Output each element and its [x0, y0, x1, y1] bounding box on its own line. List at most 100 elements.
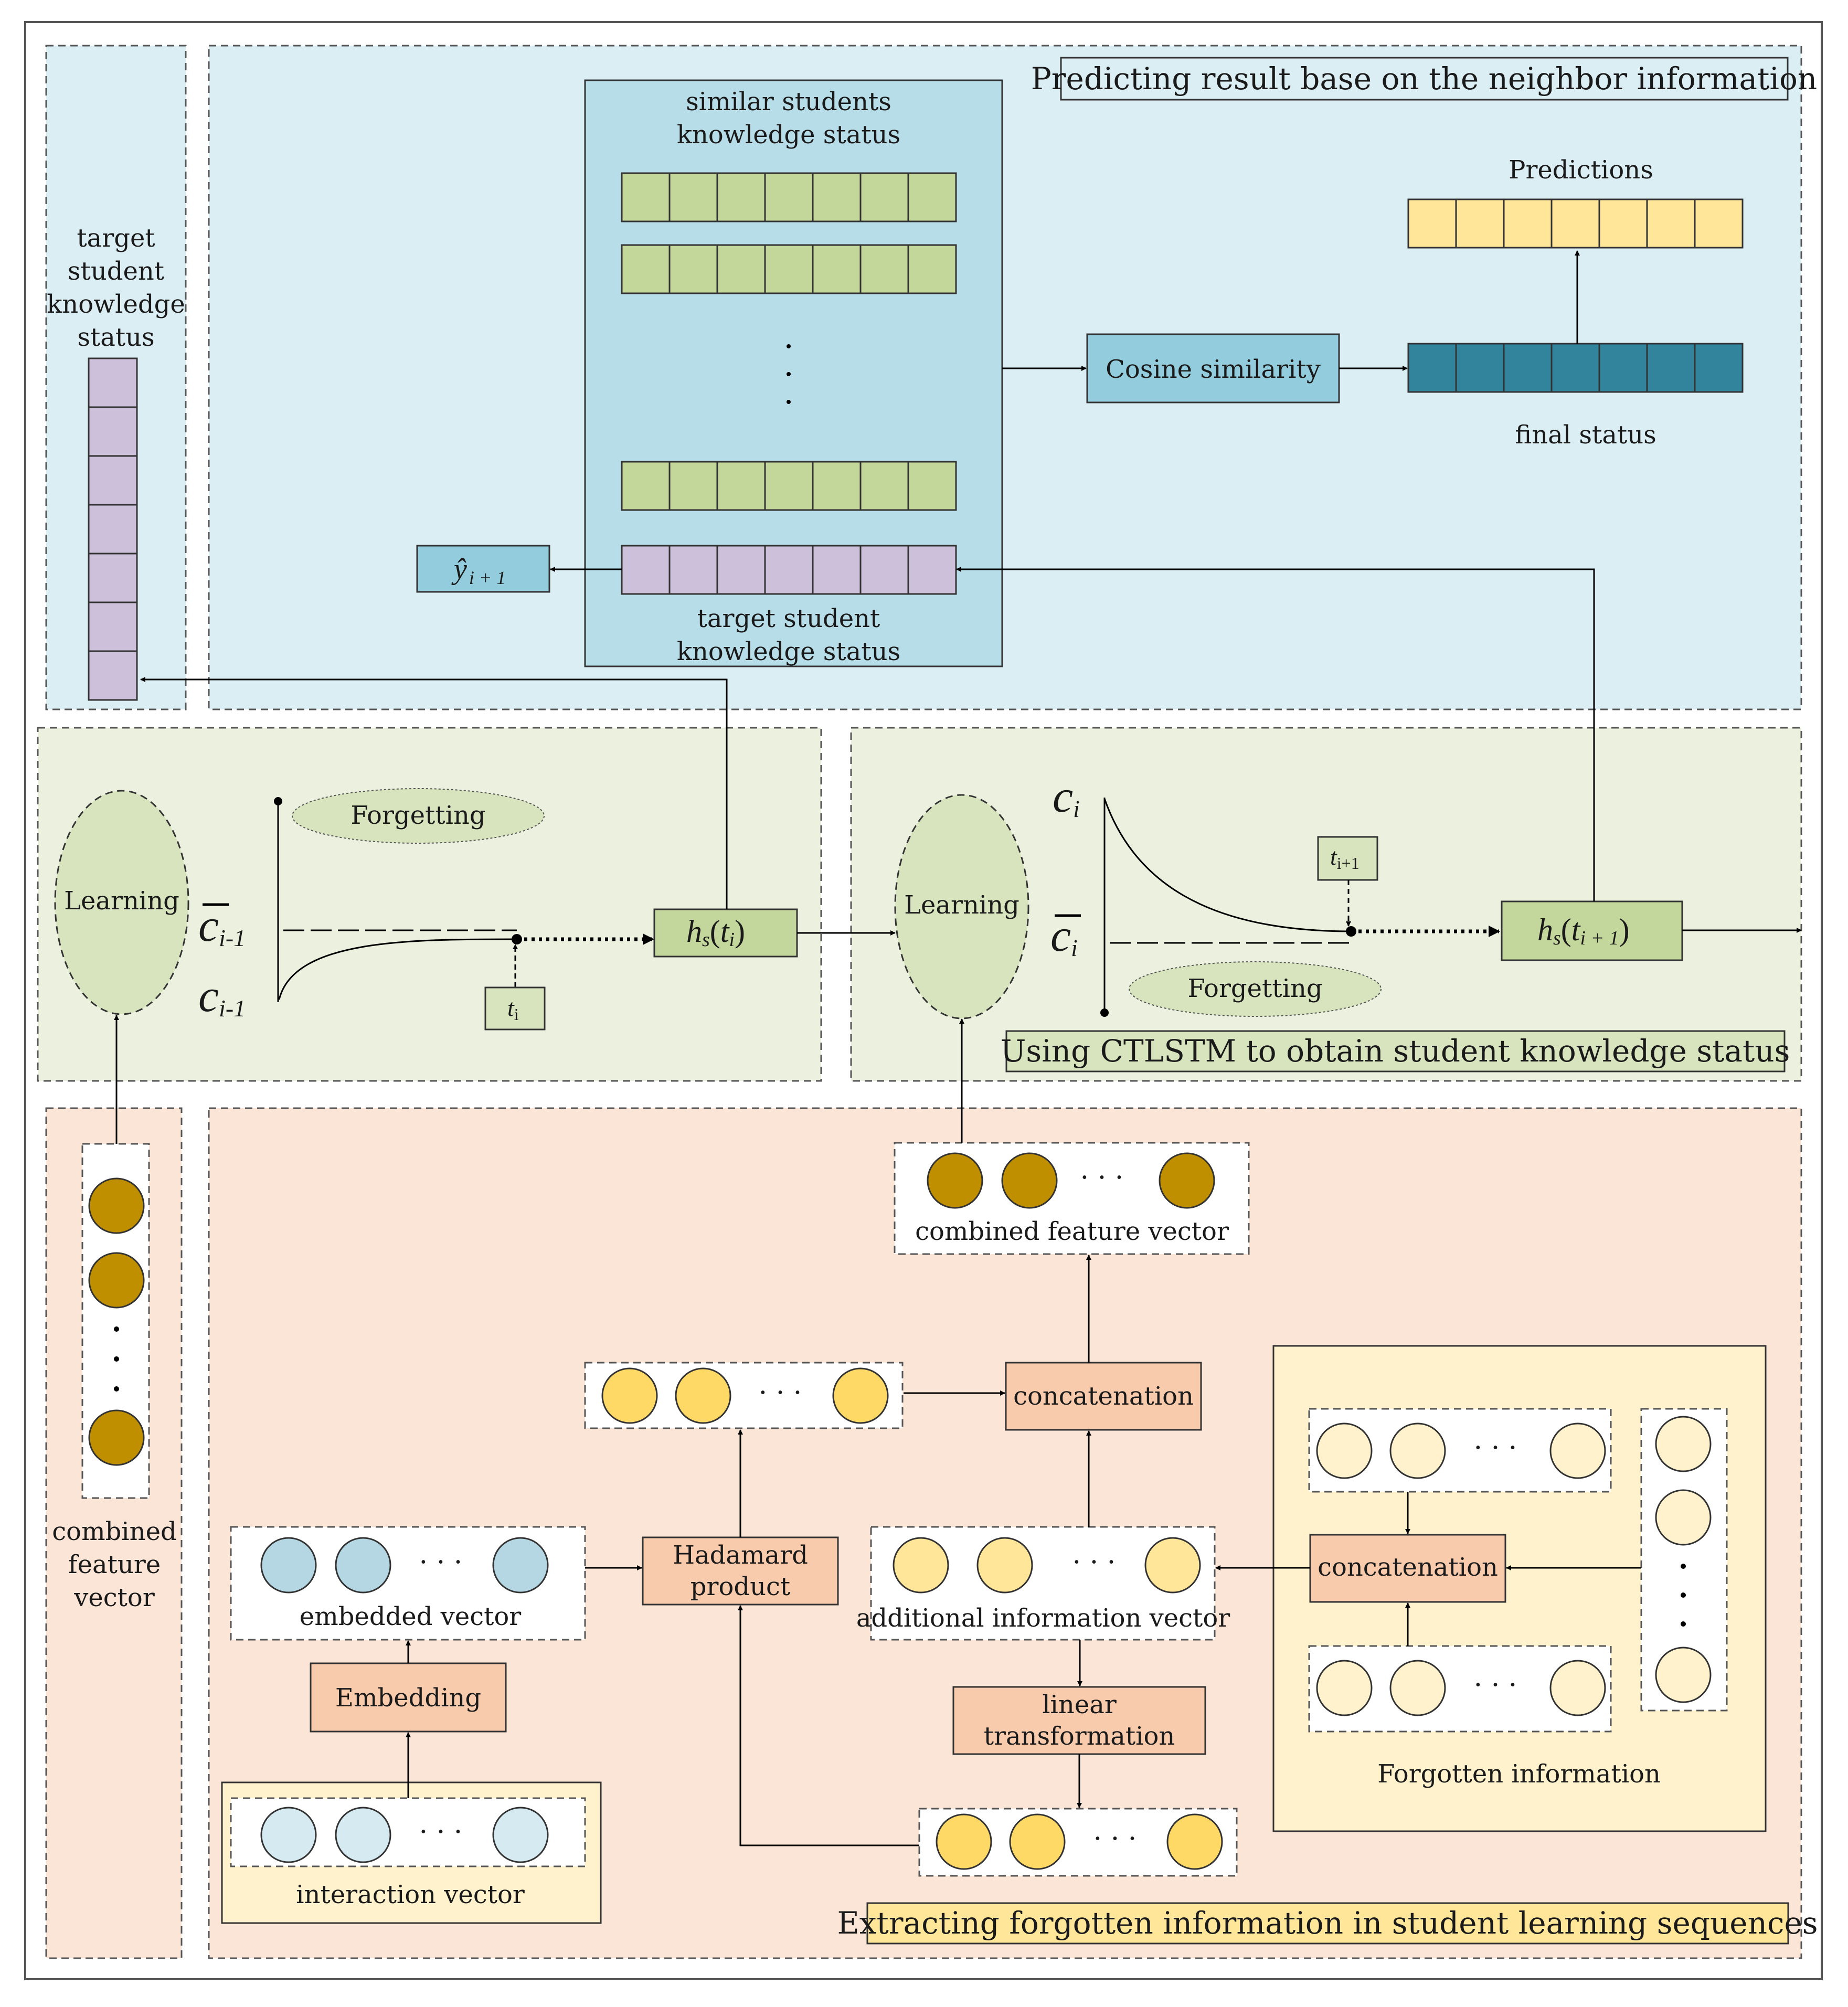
right-curve-end-dot [1346, 926, 1356, 937]
concatenation-main-label: concatenation [1013, 1382, 1194, 1411]
target-status-center-label-line2: knowledge status [677, 637, 900, 666]
forgetting-right-ellipse [1129, 961, 1382, 1017]
status-cell [716, 461, 766, 511]
hadamard-label-line1: Hadamard [673, 1541, 808, 1570]
target-status-vertical-vector [88, 357, 138, 701]
status-cell [716, 545, 766, 595]
similar-student-vector-1 [621, 172, 957, 222]
status-cell [88, 455, 138, 506]
yellow-circle [936, 1813, 992, 1870]
status-cell [88, 357, 138, 408]
cosine-similarity-box [1086, 333, 1340, 403]
status-cell [88, 650, 138, 701]
ellipsis: · · · [1080, 1162, 1124, 1194]
status-cell [1598, 343, 1648, 393]
status-cell [859, 545, 909, 595]
additional-info-label: additional information vector [856, 1604, 1230, 1633]
ellipsis: · · · [759, 1377, 802, 1409]
status-cell [764, 545, 814, 595]
gold-circle-vertical [88, 1177, 145, 1466]
vertical-dot [1681, 1592, 1686, 1598]
status-cell [1503, 198, 1553, 249]
yellow-circle [832, 1367, 889, 1424]
interaction-vector-label: interaction vector [296, 1880, 525, 1909]
blue-circle [260, 1537, 317, 1594]
similar-students-label-line1: similar students [686, 87, 891, 116]
light-blue-circle [492, 1807, 549, 1863]
status-cell [88, 406, 138, 457]
forgetting-right-label: Forgetting [1187, 974, 1322, 1003]
c-prev-label: ci-1 [198, 971, 246, 1022]
bottom-title-box [866, 1902, 1789, 1945]
status-cell [1550, 343, 1600, 393]
status-cell [1407, 198, 1457, 249]
status-cell [907, 461, 957, 511]
light-yellow-circle [1549, 1660, 1606, 1716]
gold-circle [1159, 1152, 1215, 1209]
middle-title-box [1005, 1030, 1786, 1072]
learning-left-label: Learning [64, 886, 179, 916]
forgotten-info-label: Forgotten information [1377, 1759, 1661, 1789]
light-yellow-circle [1655, 1647, 1712, 1703]
combined-feature-label: combined feature vector [915, 1217, 1229, 1246]
status-cell [1455, 198, 1505, 249]
light-blue-circle [260, 1807, 317, 1863]
status-cell [764, 461, 814, 511]
ellipsis: · · · [1072, 1547, 1116, 1578]
learning-right-label: Learning [904, 890, 1019, 920]
learning-right-ellipse [894, 794, 1029, 1020]
gold-circle [1001, 1152, 1058, 1209]
embedding-box [310, 1662, 507, 1733]
vertical-dot [1681, 1621, 1686, 1627]
status-cell [907, 172, 957, 222]
status-cell [764, 172, 814, 222]
status-cell [621, 545, 671, 595]
hadamard-label-line2: product [691, 1572, 790, 1601]
light-yellow-circle [1389, 1660, 1446, 1716]
yellow-circle [976, 1537, 1033, 1594]
yellow-circle [1009, 1813, 1066, 1870]
top-section: Predicting result base on the neighbor i… [45, 45, 1817, 710]
target-status-left-label-line3: knowledge [47, 290, 185, 319]
status-cell [907, 244, 957, 294]
c-i-label: ci [1053, 771, 1080, 822]
yellow-circle [675, 1367, 731, 1424]
target-status-center-label-line1: target student [697, 604, 880, 633]
hs-ti-label: hs(ti) [686, 914, 745, 951]
yellow-circle [893, 1537, 949, 1594]
t-i-box [484, 986, 546, 1031]
ellipsis: · · · [1093, 1823, 1137, 1855]
ellipsis: · · · [1474, 1670, 1517, 1701]
similar-student-vector-n [621, 461, 957, 511]
concatenation-main-box [1005, 1362, 1202, 1431]
status-cell [716, 244, 766, 294]
status-cell [88, 504, 138, 555]
arrow-hs-to-left-status [140, 677, 728, 909]
status-cell [668, 545, 718, 595]
status-cell [812, 461, 862, 511]
status-cell [1598, 198, 1648, 249]
yellow-circle [1166, 1813, 1223, 1870]
status-cell [668, 172, 718, 222]
status-cell [1503, 343, 1553, 393]
target-status-left-label-line4: status [77, 323, 154, 352]
concatenation-forgotten-box [1309, 1534, 1506, 1603]
status-cell [668, 244, 718, 294]
ellipsis: · · · [419, 1547, 463, 1578]
t-next-label: ti+1 [1330, 843, 1360, 873]
concatenation-forgotten-label: concatenation [1318, 1553, 1498, 1582]
light-yellow-circle [1316, 1422, 1373, 1479]
status-cell [621, 461, 671, 511]
status-cell [859, 172, 909, 222]
final-status-vector [1407, 343, 1744, 393]
status-cell [621, 244, 671, 294]
c-bar-prev-label: ci-1 [198, 900, 246, 951]
forgetting-left-ellipse [292, 788, 545, 844]
left-curve-end-dot [512, 934, 522, 944]
light-yellow-circle [1389, 1422, 1446, 1479]
light-blue-circle [335, 1807, 391, 1863]
final-status-label: final status [1515, 420, 1656, 450]
light-yellow-circle [1316, 1660, 1373, 1716]
blue-circle [492, 1537, 549, 1594]
